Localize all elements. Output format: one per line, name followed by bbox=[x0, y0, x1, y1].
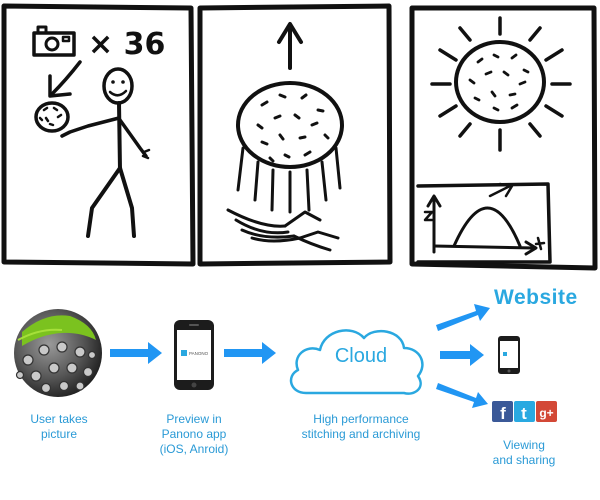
smartphone-panono-app-icon: PANONO bbox=[174, 320, 214, 390]
motion-lines-icon bbox=[236, 146, 342, 214]
hand-sketch-icon bbox=[226, 208, 340, 252]
arrow-right-icon bbox=[440, 344, 484, 366]
cloud-icon: Cloud bbox=[289, 329, 424, 395]
arrow-right-icon bbox=[110, 342, 162, 364]
step-label-line: (iOS, Anroid) bbox=[159, 442, 229, 456]
panono-ball-sketch-icon bbox=[34, 101, 70, 133]
step-preview-in-app: Preview in Panono app (iOS, Anroid) bbox=[146, 412, 242, 457]
arrow-up-icon bbox=[277, 22, 303, 70]
phone-brand-text: PANONO bbox=[189, 351, 209, 356]
cloud-label: Cloud bbox=[335, 345, 387, 367]
panono-ball-in-air-icon bbox=[236, 81, 344, 169]
social-media-icons: f t g+ bbox=[492, 401, 557, 423]
panono-camera-ball-icon bbox=[14, 309, 102, 397]
step-label-line: and sharing bbox=[492, 453, 556, 467]
step-label-line: Panono app bbox=[161, 427, 227, 441]
step-label-line: Viewing bbox=[503, 438, 545, 452]
step-label-line: stitching and archiving bbox=[301, 427, 421, 441]
stick-figure-icon bbox=[60, 67, 151, 238]
camera-icon bbox=[32, 25, 76, 57]
arrow-down-right-icon bbox=[436, 383, 488, 408]
arrow-up-right-icon bbox=[436, 304, 490, 331]
step-label-line: Preview in bbox=[166, 412, 222, 426]
step-viewing-and-sharing: Viewing and sharing bbox=[478, 438, 570, 468]
website-label: Website bbox=[494, 286, 578, 309]
svg-text:f: f bbox=[500, 404, 506, 423]
step-label-line: picture bbox=[40, 427, 78, 441]
arrow-right-icon bbox=[224, 342, 276, 364]
sketch-panel-ball-thrown-up bbox=[197, 3, 393, 267]
panono-ball-sun-icon bbox=[430, 16, 572, 152]
photo-count-text: × 36 bbox=[88, 27, 165, 62]
svg-text:t: t bbox=[521, 404, 527, 423]
facebook-icon: f bbox=[492, 401, 513, 423]
sketch-panel-ball-at-peak bbox=[409, 5, 598, 271]
step-label-line: User takes bbox=[30, 412, 88, 426]
flow-arrows bbox=[110, 304, 490, 408]
smartphone-small-icon bbox=[498, 336, 520, 374]
trajectory-plot-icon bbox=[416, 182, 552, 264]
twitter-icon: t bbox=[514, 401, 535, 423]
step-label-line: High performance bbox=[313, 412, 409, 426]
google-plus-icon: g+ bbox=[536, 401, 557, 422]
svg-text:g+: g+ bbox=[539, 406, 553, 420]
step-user-takes-picture: User takes picture bbox=[13, 412, 105, 442]
arrow-down-left-icon bbox=[48, 60, 82, 98]
step-cloud-stitching: High performance stitching and archiving bbox=[291, 412, 431, 442]
sketch-panel-user-takes-picture: × 36 bbox=[1, 3, 196, 267]
